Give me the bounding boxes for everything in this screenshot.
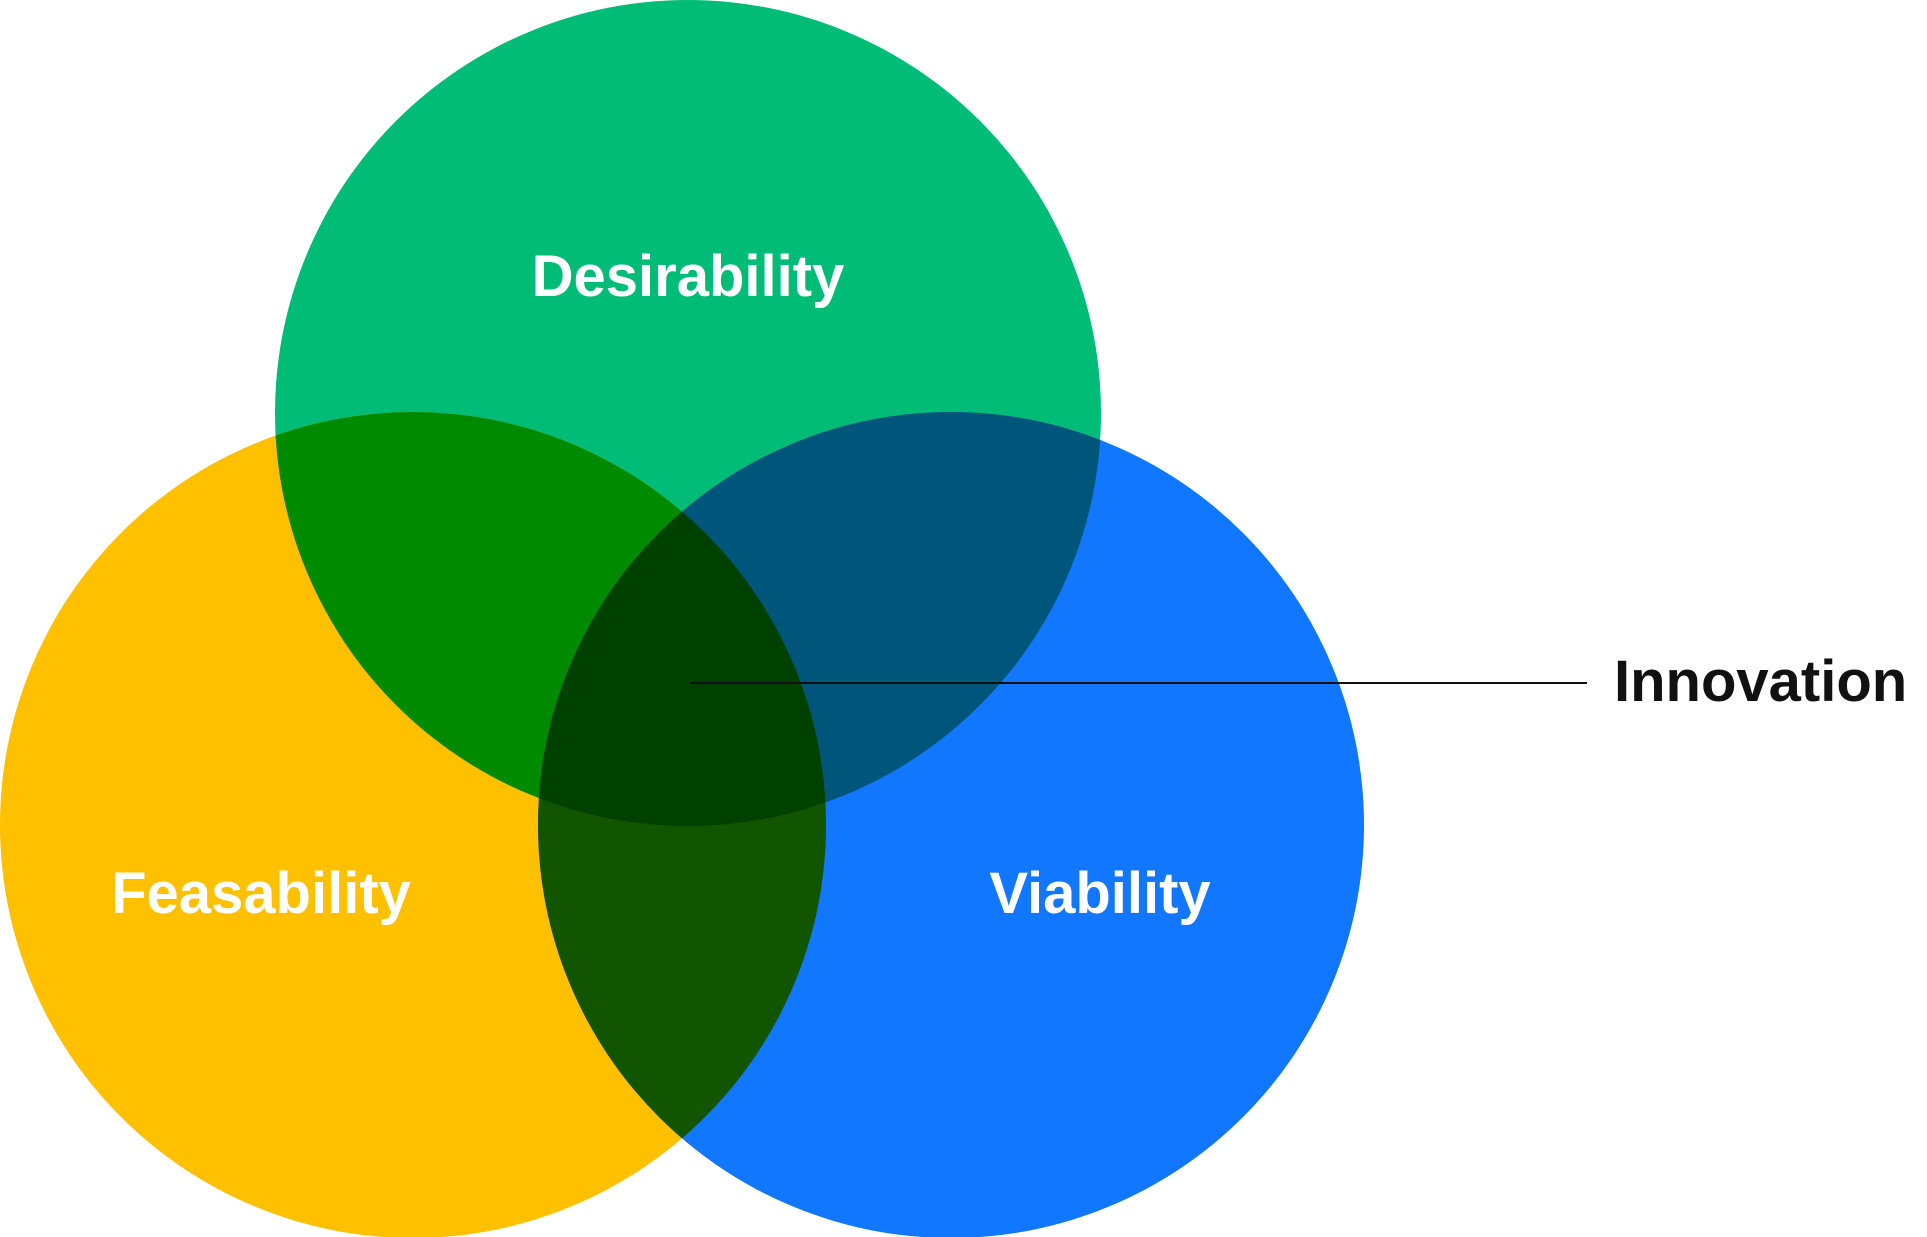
viability-label: Viability [989, 861, 1210, 926]
innovation-overlap [538, 412, 826, 826]
feasability-label: Feasability [111, 861, 411, 926]
innovation-label: Innovation [1614, 649, 1907, 714]
desirability-label: Desirability [532, 244, 845, 309]
